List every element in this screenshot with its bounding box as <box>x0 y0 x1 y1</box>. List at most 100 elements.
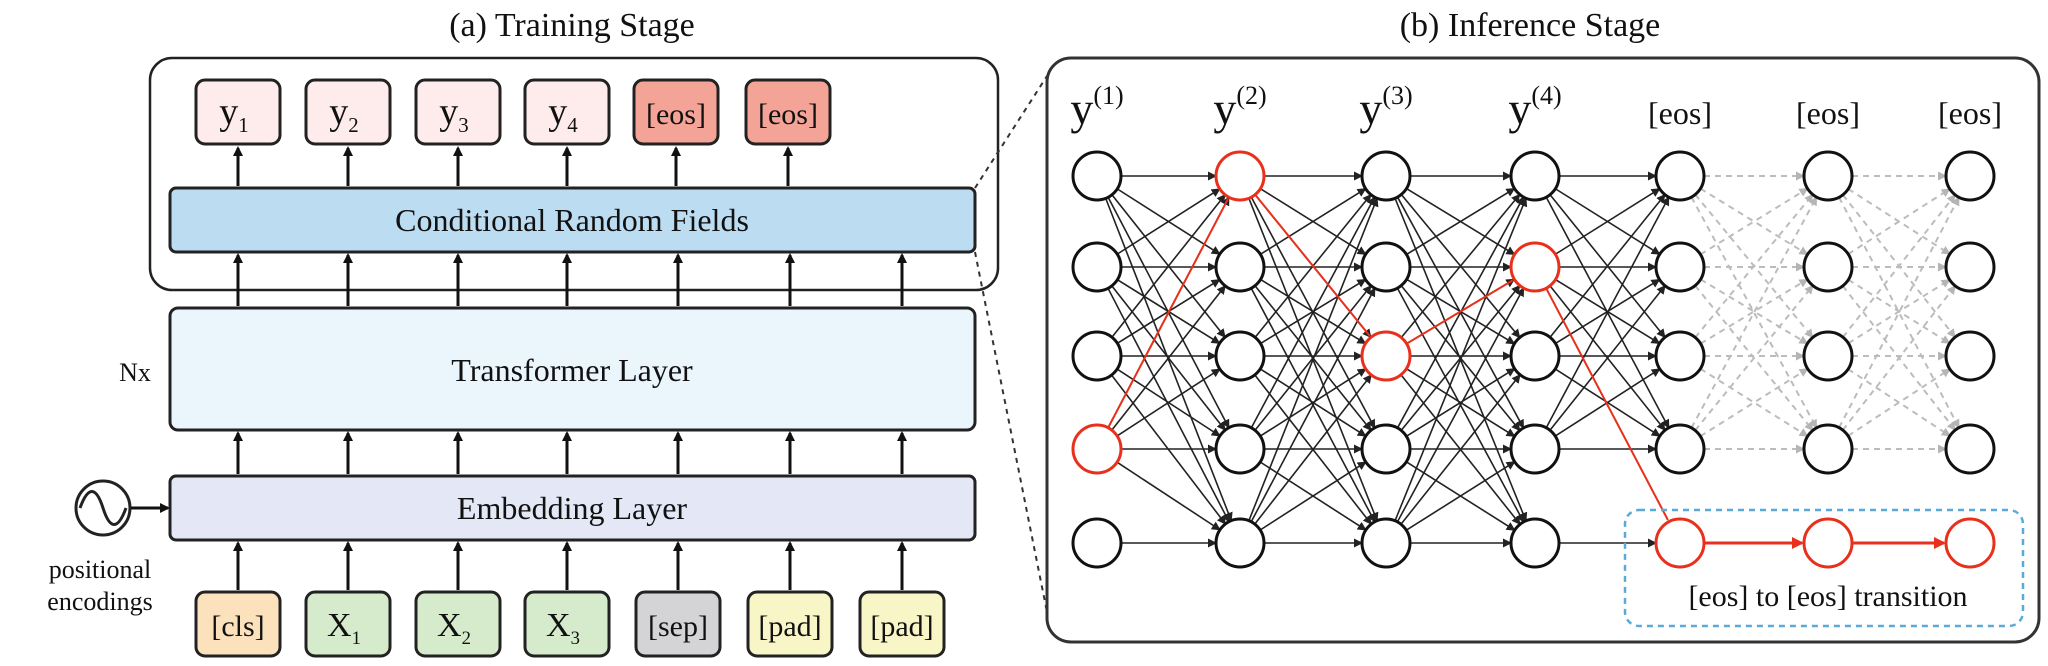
trellis-node <box>1509 517 1561 569</box>
input-token-base: [cls] <box>211 610 264 643</box>
trellis-column-header: y(2) <box>1213 81 1266 134</box>
viterbi-path-edge <box>1406 279 1514 345</box>
input-token-base: X <box>327 607 352 644</box>
trellis-node <box>1509 150 1561 202</box>
input-token-box <box>194 590 282 658</box>
output-label: y4 <box>548 91 578 137</box>
trellis-edge-dashed <box>1700 278 1809 345</box>
trellis-node <box>1654 423 1706 475</box>
trellis-node <box>1654 150 1706 202</box>
input-token-subscript: 2 <box>462 628 471 649</box>
trellis-edge-dashed <box>1699 367 1809 437</box>
trellis-column-header: y(3) <box>1359 81 1412 134</box>
output-label-base: y <box>548 91 567 133</box>
output-label-box <box>414 78 502 146</box>
trellis-edge <box>1405 461 1516 531</box>
input-token-subscript: 3 <box>571 628 580 649</box>
inference-stage-title: (b) Inference Stage <box>1400 7 1661 44</box>
trellis-node-selected <box>1214 150 1266 202</box>
trellis-node <box>1214 330 1266 382</box>
crf-layer-label: Conditional Random Fields <box>395 202 749 238</box>
trellis-column-header: y(4) <box>1508 81 1561 134</box>
trellis-node <box>1654 241 1706 293</box>
trellis-edge <box>1111 194 1226 338</box>
input-token: [pad] <box>870 610 933 643</box>
output-label-box <box>194 78 282 146</box>
input-token-box <box>304 590 392 658</box>
trellis-node <box>1944 330 1996 382</box>
positional-label-line1: positional <box>49 555 152 584</box>
trellis-edge-dashed <box>1699 187 1809 255</box>
output-label-box <box>523 78 611 146</box>
trellis-column-header-superscript: (4) <box>1531 81 1561 110</box>
trellis-edge-dashed <box>1847 188 1951 255</box>
trellis-node-selected <box>1360 330 1412 382</box>
trellis-edge <box>1116 368 1221 437</box>
trellis-edge <box>1406 187 1516 256</box>
output-label-box <box>632 78 720 146</box>
trellis-edge <box>1259 368 1367 437</box>
trellis-edge-dashed <box>1841 285 1956 431</box>
viterbi-path <box>1107 194 1946 549</box>
input-token: X1 <box>327 607 361 649</box>
repeat-label: Nx <box>119 358 151 387</box>
input-token-box <box>523 590 611 658</box>
output-label-base: [eos] <box>758 98 818 131</box>
trellis-edge <box>1250 196 1376 429</box>
trellis-edge <box>1394 197 1528 522</box>
trellis-node <box>1802 150 1854 202</box>
trellis-edge <box>1107 287 1230 523</box>
trellis-column-header: [eos] <box>1796 95 1860 131</box>
input-token-base: [pad] <box>870 610 933 643</box>
trellis-edge <box>1400 373 1521 525</box>
input-token-box <box>634 590 722 658</box>
trellis-column-header-base: y <box>1070 83 1093 134</box>
input-token-box <box>746 590 834 658</box>
trellis-node <box>1802 241 1854 293</box>
trellis-edge-dashed <box>1842 194 1956 338</box>
sine-wave-curve <box>78 490 128 526</box>
input-token-base: X <box>546 607 571 644</box>
eos-transition-label: [eos] to [eos] transition <box>1688 580 1967 613</box>
trellis-edge <box>1111 285 1226 431</box>
trellis-node <box>1214 517 1266 569</box>
trellis-node <box>1944 150 1996 202</box>
trellis-column-header-superscript: (2) <box>1236 81 1266 110</box>
crf-layer-box <box>168 186 977 254</box>
trellis-node <box>1509 330 1561 382</box>
trellis-headers: y(1)y(2)y(3)y(4)[eos][eos][eos] <box>1070 81 2002 134</box>
trellis-edge <box>1396 196 1524 429</box>
trellis-node <box>1071 330 1123 382</box>
trellis-edge-dashed <box>1700 278 1809 345</box>
trellis-edge <box>1116 461 1221 531</box>
output-label-base: [eos] <box>646 98 706 131</box>
trellis-column-header-superscript: (3) <box>1382 81 1412 110</box>
trellis-edge-dashed <box>1847 279 1951 345</box>
output-label: y2 <box>329 91 358 137</box>
output-label-base: y <box>329 91 348 133</box>
output-label-box <box>744 78 832 146</box>
trellis-node <box>1944 241 1996 293</box>
trellis-node <box>1071 241 1123 293</box>
training-arrows <box>233 146 907 590</box>
embedding-layer-box <box>168 474 977 542</box>
trellis-node <box>1509 423 1561 475</box>
trellis-node <box>1802 330 1854 382</box>
trellis-column-header-superscript: (1) <box>1093 81 1123 110</box>
trellis-node <box>1214 423 1266 475</box>
trellis-column-header: [eos] <box>1938 95 2002 131</box>
trellis-edge <box>1396 287 1525 523</box>
trellis-node-selected <box>1802 517 1854 569</box>
zoom-connector-bottom <box>974 251 1048 613</box>
output-label-subscript: 3 <box>458 113 468 137</box>
trellis-node <box>1071 150 1123 202</box>
trellis-column-header-base: [eos] <box>1796 95 1860 131</box>
input-token-subscript: 1 <box>352 628 361 649</box>
output-label-base: y <box>439 91 458 133</box>
input-token: X3 <box>546 607 580 649</box>
trellis-edge-dashed <box>1694 284 1814 432</box>
input-token: [sep] <box>648 610 708 643</box>
trellis-node <box>1360 517 1412 569</box>
